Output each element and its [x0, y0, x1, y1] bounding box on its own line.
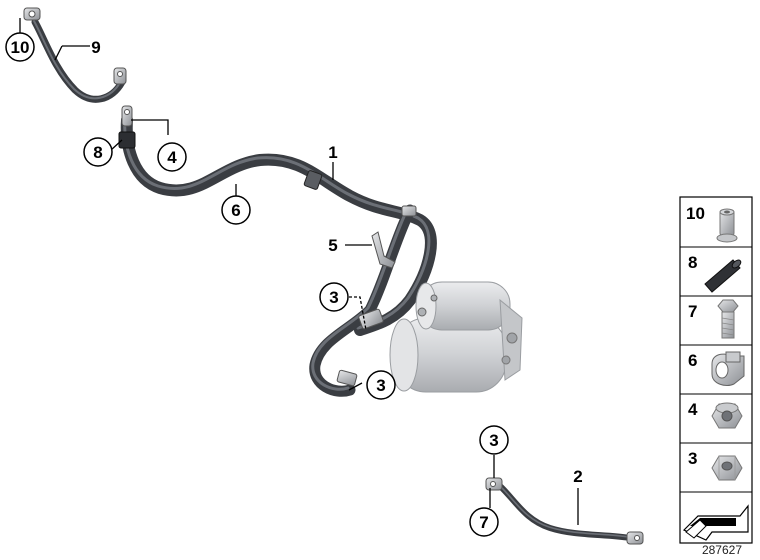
callout-3-middle-label: 3	[376, 376, 385, 395]
legend-label-3: 3	[688, 449, 697, 468]
callout-4-label: 4	[167, 148, 177, 167]
legend-label-7: 7	[688, 302, 697, 321]
callout-2: 2	[573, 467, 582, 486]
battery-cable-9	[23, 7, 127, 103]
callout-3-lower-label: 3	[489, 431, 498, 450]
legend-label-4: 4	[688, 400, 698, 419]
positive-cable-1	[118, 105, 437, 397]
rivet-nut-icon	[716, 208, 738, 243]
legend-row-arrow	[682, 504, 749, 541]
legend-row-3: 3	[688, 449, 743, 481]
cable-clip-icon	[711, 351, 745, 387]
rubber-sleeve-icon	[704, 259, 742, 293]
legend-label-8: 8	[688, 253, 697, 272]
lock-nut-icon	[711, 402, 743, 429]
callout-2-label: 2	[573, 467, 582, 486]
arrow-icon	[682, 504, 749, 541]
callout-3-middle: 3	[366, 370, 396, 400]
legend-label-6: 6	[688, 351, 697, 370]
legend-label-10: 10	[686, 204, 705, 223]
legend-row-7: 7	[688, 299, 739, 339]
parts-legend: 10 8 7	[679, 196, 753, 544]
callout-7: 7	[469, 507, 499, 537]
callout-6: 6	[221, 195, 251, 225]
callout-1-label: 1	[328, 143, 337, 162]
callout-3-upper: 3	[319, 282, 349, 312]
hex-bolt-icon	[717, 299, 739, 339]
callout-4: 4	[157, 142, 187, 172]
callout-1: 1	[328, 143, 337, 162]
legend-row-8: 8	[688, 253, 742, 293]
callout-5: 5	[328, 236, 337, 255]
callout-8-label: 8	[93, 143, 102, 162]
starter-motor	[389, 281, 523, 393]
callout-9: 9	[91, 38, 100, 57]
ground-cable-2	[485, 477, 644, 545]
reference-number: 287627	[702, 543, 742, 557]
hex-nut-icon	[711, 455, 743, 481]
callout-3-lower: 3	[479, 425, 509, 455]
legend-row-4: 4	[688, 400, 743, 429]
callout-5-label: 5	[328, 236, 337, 255]
leader-lines	[19, 18, 579, 525]
legend-row-6: 6	[688, 351, 745, 387]
legend-row-10: 10	[686, 204, 738, 243]
callout-9-label: 9	[91, 38, 100, 57]
callout-8: 8	[83, 137, 113, 167]
callout-10: 10	[5, 32, 35, 62]
callout-6-label: 6	[231, 201, 240, 220]
callout-7-label: 7	[479, 513, 488, 532]
callout-10-label: 10	[11, 38, 30, 57]
callout-3-upper-label: 3	[329, 288, 338, 307]
